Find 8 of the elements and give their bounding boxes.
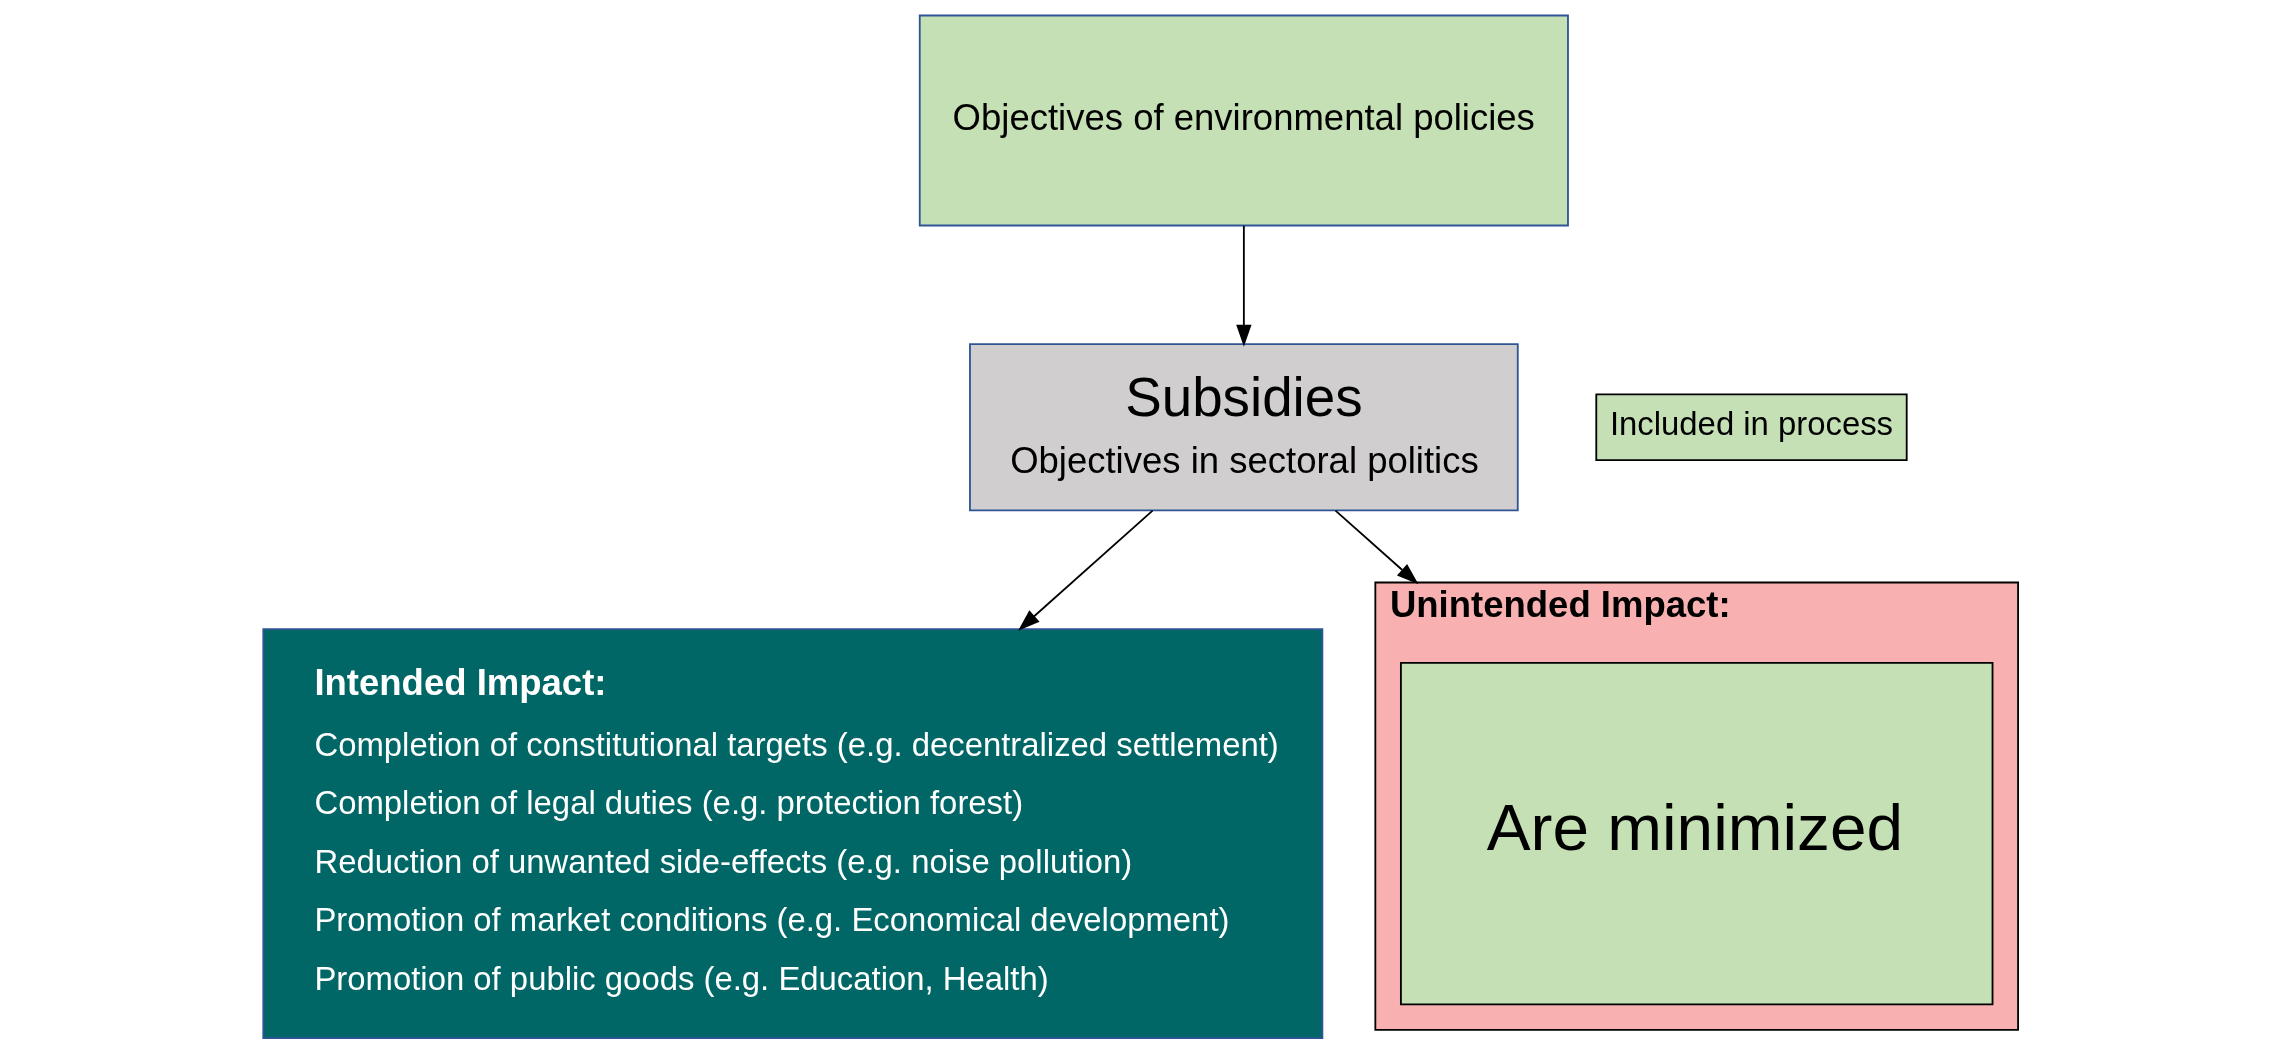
node-box: Objectives of environmental policies	[918, 14, 1569, 227]
arrow	[1235, 224, 1252, 347]
legend-label: Included in process	[1609, 405, 1893, 443]
arrow	[1017, 509, 1153, 631]
node-box: Subsidies Objectives in sectoral politics	[968, 343, 1519, 512]
node-box: Intended Impact: Completion of constitutional targets (e.g. decentralized settlement) Completion of legal duties (e.g. protection forest) Reduction of unwanted side-effects (e.g. noise pollution) Promotion of market conditions (e.g. Economical development) Promotion of public goods (e.g. Education, Health)	[261, 628, 1323, 1039]
arrow	[1334, 509, 1418, 585]
node-box: Are minimized	[1399, 661, 1993, 1006]
